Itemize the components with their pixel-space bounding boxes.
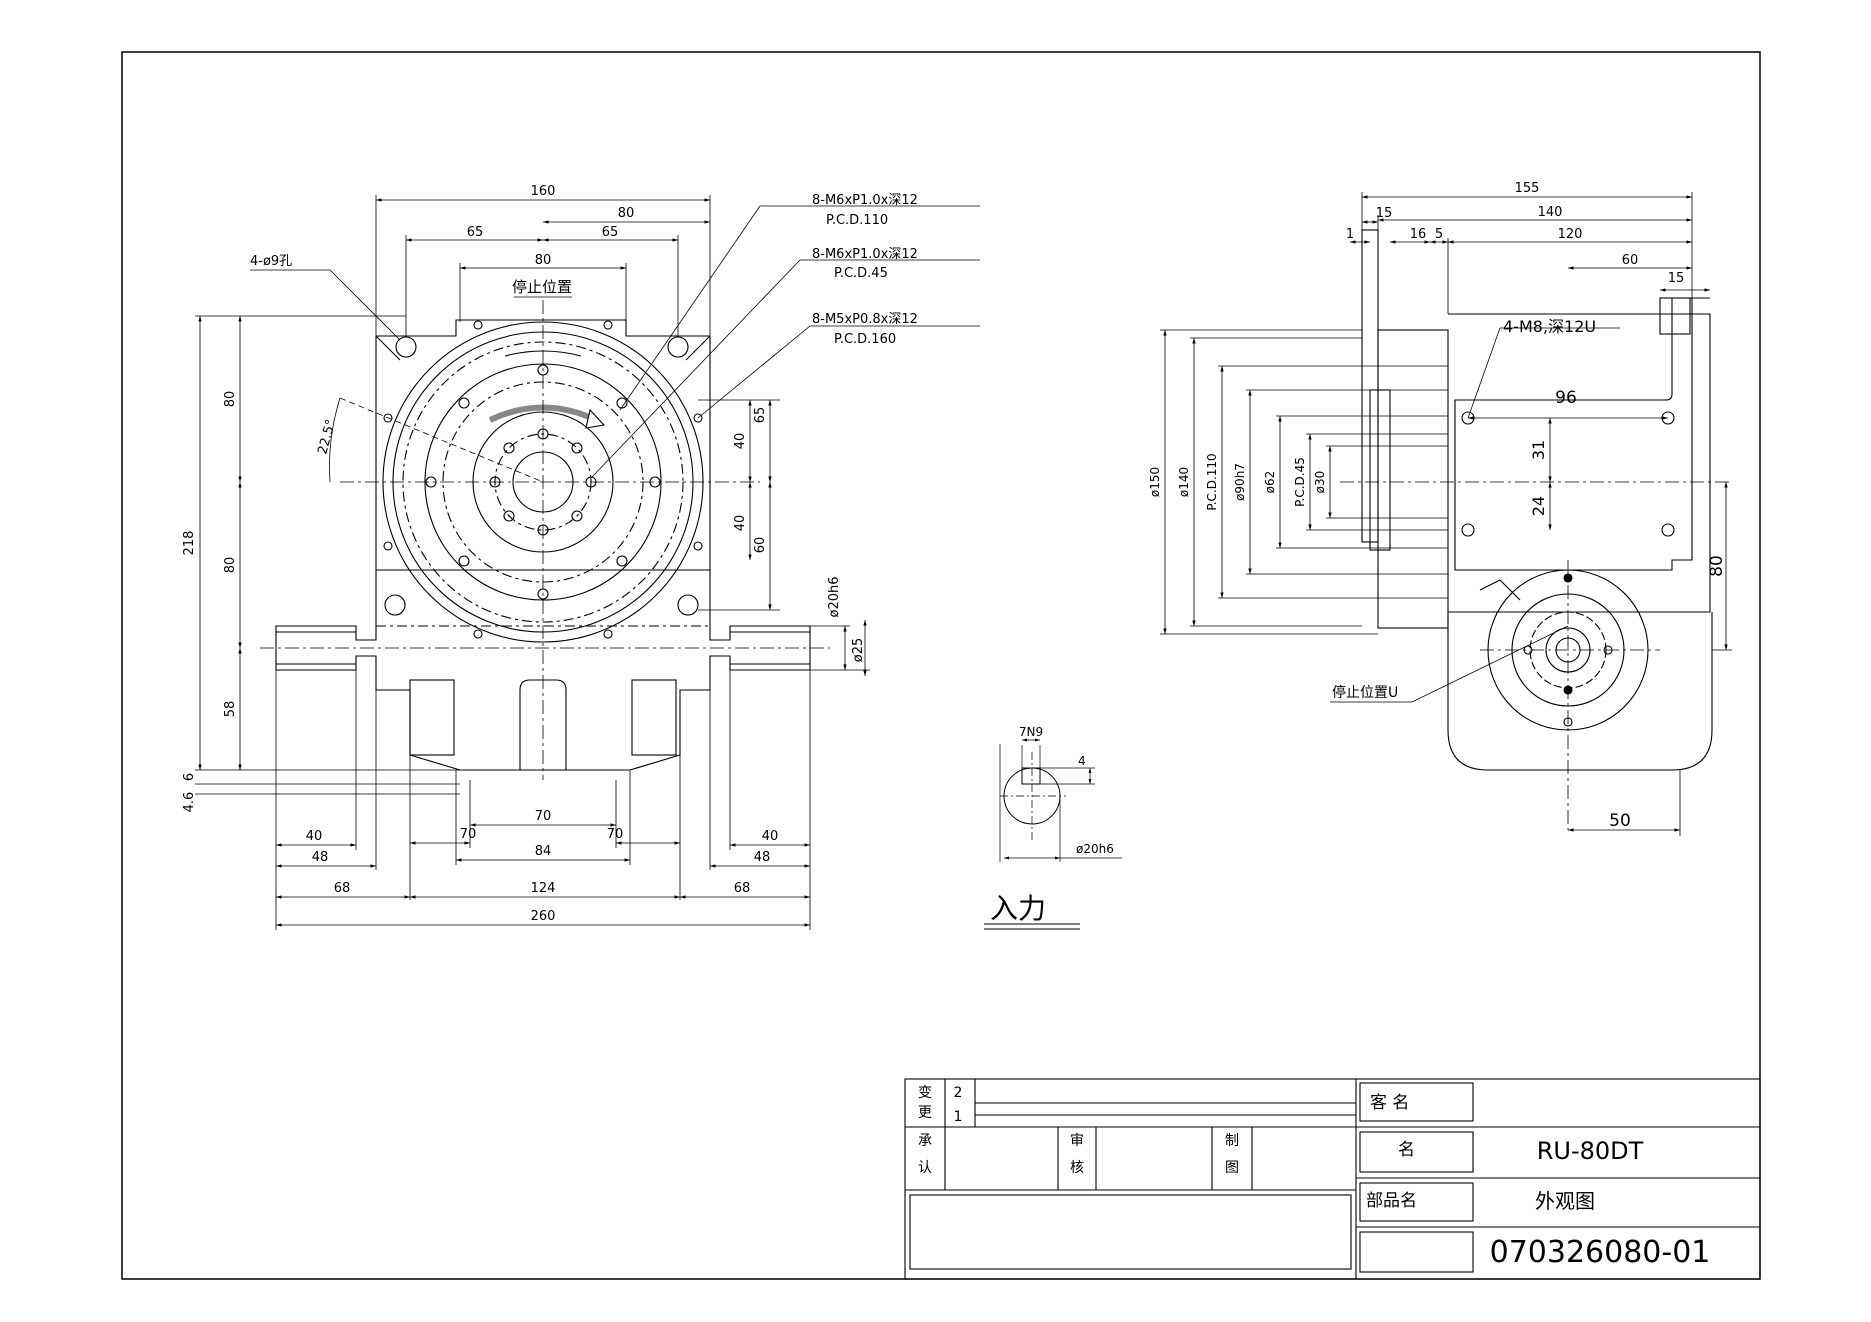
note-3-pcd: P.C.D.160 [834,332,896,347]
front-view-text: 160 80 65 65 80 停止位置 4-ø9孔 22.5° 8-M6xP1… [182,184,918,924]
stop-position-label: 停止位置 [512,278,572,296]
dim-155: 155 [1515,181,1540,196]
dim-65-left: 65 [467,225,484,240]
revision-2: 2 [954,1085,963,1101]
dim-48-right: 48 [754,850,771,865]
key-width: 7N9 [1019,725,1043,739]
draw-label-bottom: 图 [1225,1160,1239,1176]
dim-218: 218 [182,531,197,556]
angle-label: 22.5° [315,418,339,456]
dim-70-right: 70 [607,827,624,842]
revision-1: 1 [954,1109,963,1125]
dim-d30: ø30 [1313,471,1327,494]
part-label: 部品名 [1366,1191,1417,1211]
dim-24: 24 [1529,496,1548,516]
input-shaft-dia: ø20h6 [1076,842,1114,856]
customer-label: 客 名 [1370,1093,1409,1113]
front-view-dimensions [195,195,980,930]
dim-pcd110: P.C.D.110 [1205,453,1219,510]
check-label-bottom: 核 [1070,1160,1084,1176]
dim-d62: ø62 [1263,471,1277,494]
note-3-thread: 8-M5xP0.8x深12 [812,312,918,327]
dim-68-right: 68 [734,881,751,896]
dim-84: 84 [535,844,552,859]
dim-80-left-lower: 80 [223,557,238,574]
name-label: 名 [1398,1140,1415,1160]
note-1-pcd: P.C.D.110 [826,213,888,228]
change-label-top: 变 [918,1085,932,1101]
part-name: 外观图 [1535,1189,1595,1213]
title-block-text: 变 更 2 1 承 认 审 核 制 图 客 名 名 RU-80DT 部品名 外观… [918,1085,1710,1270]
model-name: RU-80DT [1537,1137,1644,1165]
dim-260: 260 [531,909,556,924]
dim-40-left: 40 [306,829,323,844]
inner-tap-holes [489,428,597,536]
input-label: 入力 [990,892,1046,925]
dim-d90h7: ø90h7 [1233,463,1247,501]
dim-d140: ø140 [1177,467,1191,497]
dim-120: 120 [1558,227,1583,242]
side-view-dimensions [1160,192,1732,836]
dim-4-6: 4.6 [182,792,197,813]
side-view-text: 155 15 140 1 16 5 120 60 15 4-M8,深12U 96… [1148,181,1727,831]
dim-15: 15 [1376,206,1393,221]
dim-80-top: 80 [618,206,635,221]
dim-160: 160 [531,184,556,199]
dim-40-right: 40 [762,829,779,844]
dim-80-side: 80 [1707,555,1727,577]
shaft-detail [984,738,1122,930]
dim-15-side: 15 [1668,271,1685,286]
dim-40-lower: 40 [733,515,748,532]
shaft-dia-label: ø20h6 [827,576,842,617]
dim-d150: ø150 [1148,467,1162,497]
dim-5: 5 [1435,227,1443,242]
dim-70-center: 70 [535,809,552,824]
dim-65-right: 65 [753,407,768,424]
check-label-top: 审 [1070,1133,1084,1149]
dim-60: 60 [753,537,768,554]
title-block [904,1078,1761,1280]
note-1-thread: 8-M6xP1.0x深12 [812,193,918,208]
dim-25: ø25 [851,638,866,663]
holes-callout: 4-ø9孔 [250,254,292,269]
dim-48-left: 48 [312,850,329,865]
dim-60-side: 60 [1622,253,1639,268]
dim-68-left: 68 [334,881,351,896]
dim-6: 6 [182,773,197,781]
key-depth: 4 [1078,754,1086,768]
draw-label-top: 制 [1225,1133,1239,1149]
note-2-thread: 8-M6xP1.0x深12 [812,247,918,262]
approve-label-bottom: 认 [918,1160,932,1176]
dim-58: 58 [223,701,238,718]
dim-80-mid: 80 [535,253,552,268]
dim-50: 50 [1609,811,1631,831]
dim-31: 31 [1529,440,1548,460]
dim-1: 1 [1346,227,1354,242]
note-2-pcd: P.C.D.45 [834,266,888,281]
side-stop-position: 停止位置U [1332,684,1398,701]
change-label-bottom: 更 [918,1105,932,1121]
dim-96: 96 [1555,388,1577,408]
dim-16: 16 [1410,227,1427,242]
tap-note: 4-M8,深12U [1503,317,1596,336]
dim-80-left-upper: 80 [223,391,238,408]
front-view [260,300,830,780]
dim-140: 140 [1538,205,1563,220]
dim-40-upper: 40 [733,433,748,450]
dim-70-left: 70 [460,827,477,842]
drawing-number: 070326080-01 [1490,1235,1711,1270]
dim-65-right: 65 [602,225,619,240]
dim-pcd45: P.C.D.45 [1293,457,1307,507]
approve-label-top: 承 [918,1133,932,1149]
dim-124: 124 [531,881,556,896]
pcd160-tap-holes [383,320,703,639]
shaft-detail-text: 7N9 4 ø20h6 入力 [990,725,1114,925]
